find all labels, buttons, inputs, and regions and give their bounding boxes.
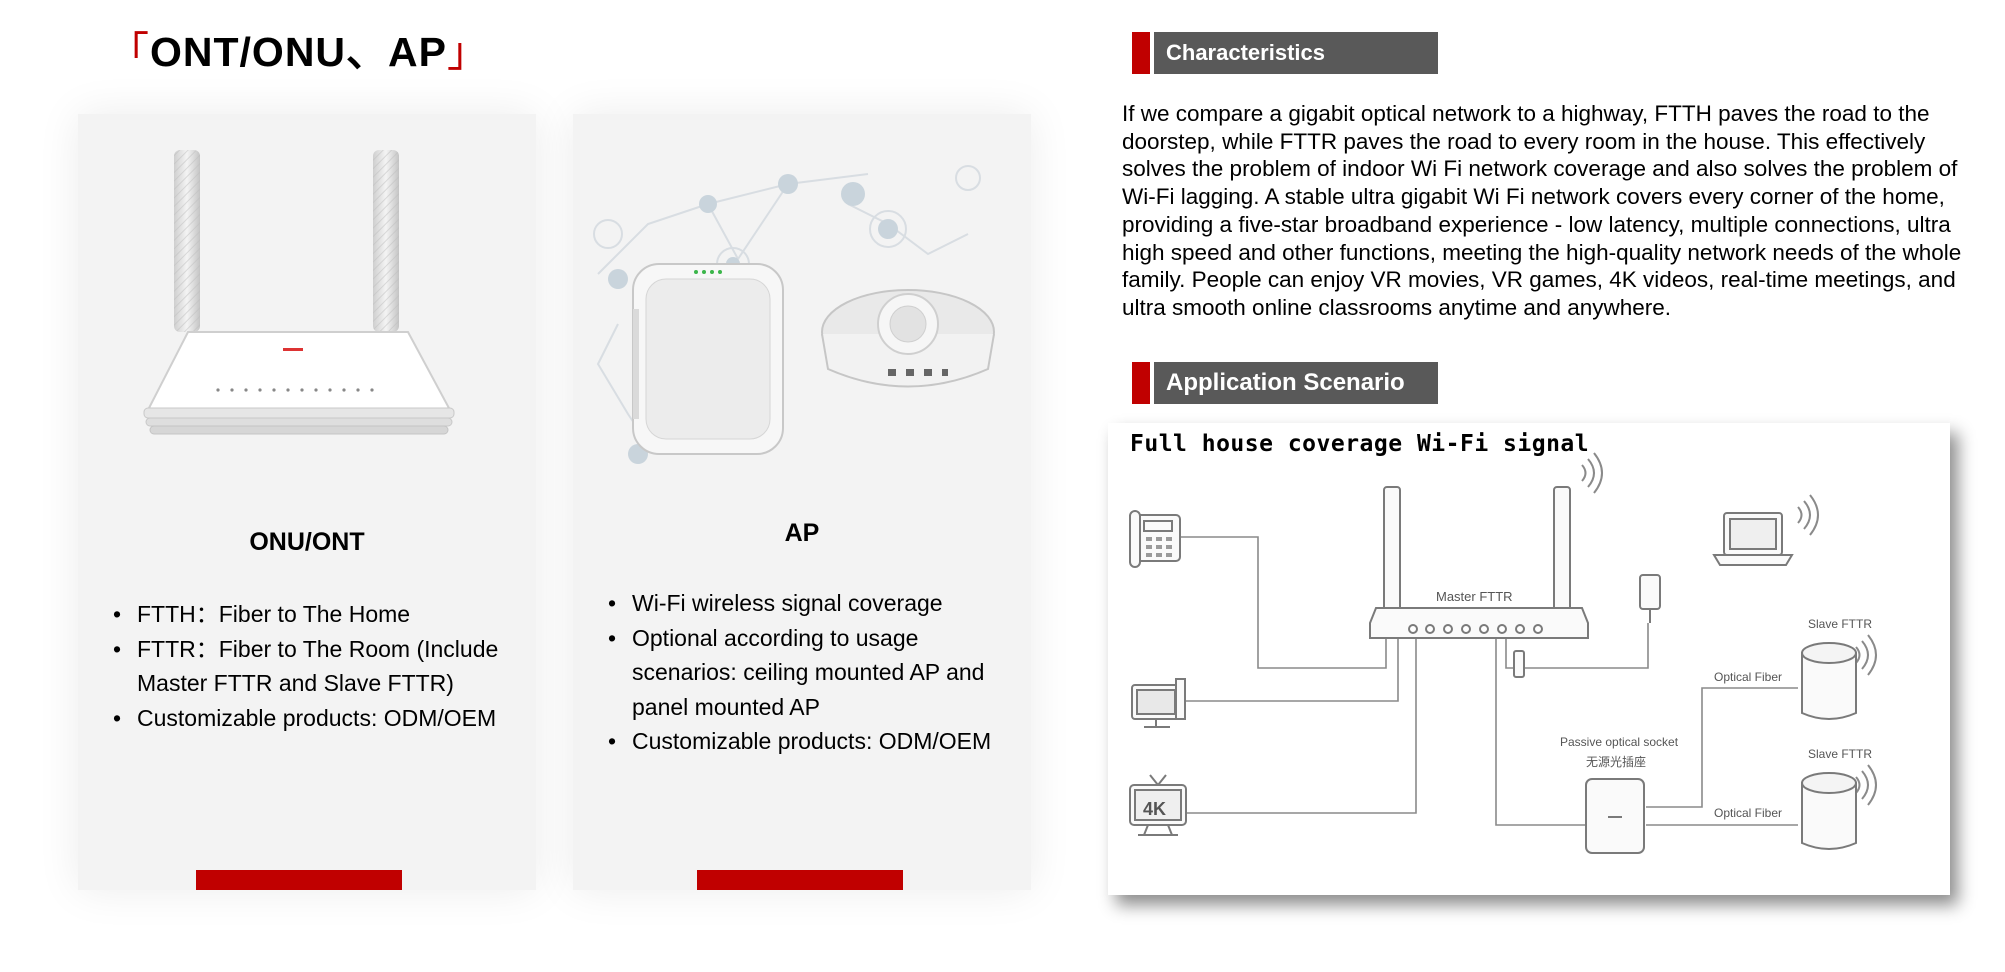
access-point-image <box>593 165 995 464</box>
product-name: ONU/ONT <box>249 528 365 556</box>
product-name: AP <box>784 519 820 547</box>
product-card-onu-ont: ONU/ONT FTTH：Fiber to The Home FTTR：Fibe… <box>78 114 536 890</box>
heading-accent <box>1132 32 1150 74</box>
desktop-icon <box>1131 678 1186 728</box>
title-bracket-open: 「 <box>108 29 150 75</box>
diagram-graphic: 4K Master FTTR <box>1129 452 1877 854</box>
heading-label: Application Scenario <box>1154 362 1438 404</box>
power-adapter-icon <box>1639 574 1661 623</box>
usb-icon <box>1513 650 1525 678</box>
heading-label: Characteristics <box>1154 32 1438 74</box>
tv-label: 4K <box>1143 799 1166 819</box>
slave-router-icon <box>1801 772 1857 850</box>
accent-bar <box>196 870 402 890</box>
list-item: Customizable products: ODM/OEM <box>608 724 1011 759</box>
slave-label: Slave FTTR <box>1808 747 1872 761</box>
title-bracket-close: 」 <box>447 29 489 75</box>
tv-icon <box>1129 774 1187 836</box>
wifi-signal-icon <box>1581 452 1877 806</box>
master-router-icon <box>1369 486 1589 639</box>
product-card-ap: AP Wi-Fi wireless signal coverage Option… <box>573 114 1031 890</box>
fiber-label: Optical Fiber <box>1714 806 1782 820</box>
list-item: FTTR：Fiber to The Room (Include Master F… <box>113 632 516 701</box>
characteristics-text: If we compare a gigabit optical network … <box>1122 101 1962 320</box>
fiber-label: Optical Fiber <box>1714 670 1782 684</box>
feature-list: FTTH：Fiber to The Home FTTR：Fiber to The… <box>113 597 516 735</box>
laptop-icon <box>1712 512 1794 566</box>
slave-label: Slave FTTR <box>1808 617 1872 631</box>
optical-socket-icon <box>1585 778 1645 854</box>
socket-label-cn: 无源光插座 <box>1586 754 1646 769</box>
page-title: 「ONT/ONU、AP」 <box>108 18 489 78</box>
router-image <box>143 150 455 435</box>
master-label: Master FTTR <box>1436 589 1513 604</box>
list-item: Wi-Fi wireless signal coverage <box>608 586 1011 621</box>
network-diagram: Full house coverage Wi-Fi signal <box>1108 423 1950 895</box>
list-item: Customizable products: ODM/OEM <box>113 701 516 736</box>
diagram-title: Full house coverage Wi-Fi signal <box>1130 431 1590 457</box>
feature-list: Wi-Fi wireless signal coverage Optional … <box>608 586 1011 759</box>
heading-accent <box>1132 362 1150 404</box>
socket-label: Passive optical socket <box>1560 735 1679 749</box>
list-item: FTTH：Fiber to The Home <box>113 597 516 632</box>
slave-router-icon <box>1801 642 1857 720</box>
list-item: Optional according to usage scenarios: c… <box>608 621 1011 725</box>
phone-icon <box>1129 510 1181 568</box>
accent-bar <box>697 870 903 890</box>
title-text: ONT/ONU、AP <box>150 29 447 75</box>
